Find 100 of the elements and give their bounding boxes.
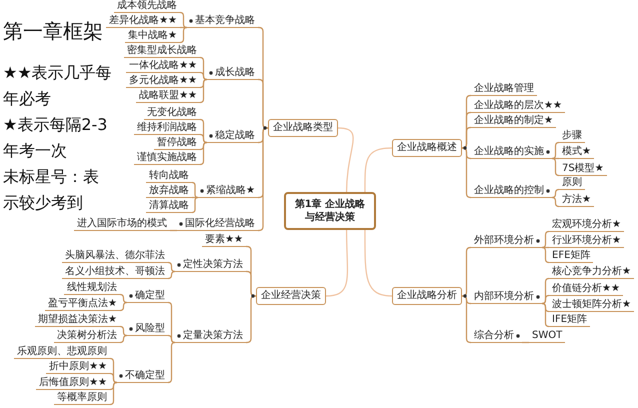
underlined-topic: 放弃战略 <box>146 185 192 198</box>
connector-line <box>522 342 529 344</box>
underlined-topic: 基本竞争战略 <box>187 15 258 28</box>
connector-line <box>541 230 550 248</box>
connector-line <box>552 158 559 160</box>
connector-line <box>167 334 176 344</box>
branch-topic-box: 企业战略概述 <box>392 139 462 157</box>
underlined-topic: 企业战略的层次★★ <box>471 100 565 113</box>
connector-line <box>326 230 348 297</box>
underlined-topic: 暂停战略 <box>154 137 200 150</box>
connector-line <box>167 342 176 384</box>
connector-line <box>167 270 176 280</box>
underlined-topic: EFE矩阵 <box>549 250 594 263</box>
connector-line <box>541 302 550 328</box>
connector-line <box>542 246 549 248</box>
underlined-topic: IFE矩阵 <box>549 314 590 327</box>
connector-line <box>364 147 392 192</box>
underlined-topic: 内部环境分析 <box>471 291 542 304</box>
underlined-topic: 步骤 <box>559 130 585 143</box>
connector-line <box>199 78 208 104</box>
underlined-topic: 盈亏平衡点法★ <box>45 298 120 311</box>
connector-line <box>258 127 268 232</box>
underlined-topic: 企业战略的控制 <box>471 185 552 198</box>
connector-line <box>462 295 472 344</box>
connector-line <box>541 246 550 264</box>
underlined-topic: 外部环境分析 <box>471 235 542 248</box>
connector-line <box>364 230 392 297</box>
underlined-topic: 集中战略★ <box>125 30 180 43</box>
note-text: ★★表示几乎每年必考 <box>3 62 112 110</box>
underlined-topic: 综合分析 <box>471 330 522 343</box>
underlined-topic: 价值链分析★★ <box>549 283 623 296</box>
underlined-topic: 定性决策方法 <box>175 259 246 272</box>
connector-line <box>119 294 128 304</box>
branch-topic-box: 企业经营决策 <box>256 287 326 305</box>
connector-line <box>167 262 176 272</box>
connector-line <box>119 302 128 312</box>
note-text: 未标星号：表示较少考到 <box>3 166 100 214</box>
underlined-topic: 紧缩战略★ <box>198 185 258 198</box>
underlined-topic: 核心竞争力分析★ <box>549 266 634 279</box>
branch-topic-box: 企业战略分析 <box>392 287 462 305</box>
underlined-topic: SWOT <box>529 330 566 343</box>
underlined-topic: 企业战略管理 <box>471 83 537 96</box>
underlined-topic: 清算战略 <box>146 200 192 213</box>
underlined-topic: 国际化经营战略 <box>177 218 258 231</box>
underlined-topic: 线性规划法 <box>64 282 120 295</box>
underlined-topic: 模式★ <box>559 146 594 159</box>
connector-line <box>179 26 188 44</box>
connector-line <box>338 127 354 192</box>
underlined-topic: 风险型 <box>127 323 168 336</box>
underlined-topic: 企业战略的实施 <box>471 146 552 159</box>
underlined-topic: 一体化战略★★ <box>126 60 200 73</box>
underlined-topic: 原则 <box>559 177 585 190</box>
underlined-topic: 名义小组技术、哥顿法 <box>62 266 168 279</box>
underlined-topic: 转向战略 <box>146 170 192 183</box>
note-text: ★表示每隔2-3年考一次 <box>3 114 108 162</box>
underlined-topic: 成长战略 <box>207 67 258 80</box>
underlined-topic: 折中原则★★ <box>46 361 110 374</box>
underlined-topic: 行业环境分析★ <box>549 235 624 248</box>
connector-line <box>541 294 550 304</box>
connector-line <box>246 295 256 344</box>
connector-line <box>551 142 560 160</box>
underlined-topic: 进入国际市场的模式 <box>74 218 170 231</box>
underlined-topic: 乐观原则、悲观原则 <box>14 346 110 359</box>
underlined-topic: 差异化战略★★ <box>106 15 180 28</box>
underlined-topic: 要素★★ <box>202 234 246 247</box>
connector-line <box>199 134 208 144</box>
underlined-topic: 战略联盟★★ <box>136 90 200 103</box>
underlined-topic: 后悔值原则★★ <box>36 377 110 390</box>
underlined-topic: 波士顿矩阵分析★ <box>549 299 634 312</box>
connector-line <box>551 196 560 208</box>
underlined-topic: 7S模型★ <box>559 163 607 176</box>
connector-line <box>191 182 199 198</box>
underlined-topic: 定量决策方法 <box>175 330 246 343</box>
underlined-topic: 密集型成长战略 <box>124 45 200 58</box>
connector-line <box>180 26 187 28</box>
connector-line <box>119 326 128 336</box>
page-title: 第一章框架 <box>3 18 103 44</box>
underlined-topic: 宏观环境分析★ <box>549 219 624 232</box>
connector-line <box>551 188 560 198</box>
connector-line <box>170 230 177 232</box>
underlined-topic: 稳定战略 <box>207 130 258 143</box>
connector-line <box>192 196 198 198</box>
connector-line <box>179 12 188 28</box>
connector-line <box>119 334 128 344</box>
underlined-topic: 等概率原则 <box>54 392 110 405</box>
connector-line <box>109 382 118 406</box>
underlined-topic: 头脑风暴法、德尔菲法 <box>62 250 168 263</box>
underlined-topic: 决策树分析法 <box>54 330 120 343</box>
connector-line <box>109 372 118 384</box>
underlined-topic: 不确定型 <box>117 370 168 383</box>
connector-line <box>551 158 560 176</box>
central-topic-box: 第1章 企业战略与经营决策 <box>284 192 376 230</box>
underlined-topic: 期望损益决策法★ <box>35 314 120 327</box>
connector-line <box>199 142 208 166</box>
connector-line <box>462 147 472 198</box>
underlined-topic: 维持利润战略 <box>134 122 200 135</box>
underlined-topic: 企业战略的制定★ <box>471 115 556 128</box>
underlined-topic: 成本领先战略 <box>114 0 180 13</box>
underlined-topic: 无变化战略 <box>144 107 200 120</box>
underlined-topic: 方法★ <box>559 194 594 207</box>
